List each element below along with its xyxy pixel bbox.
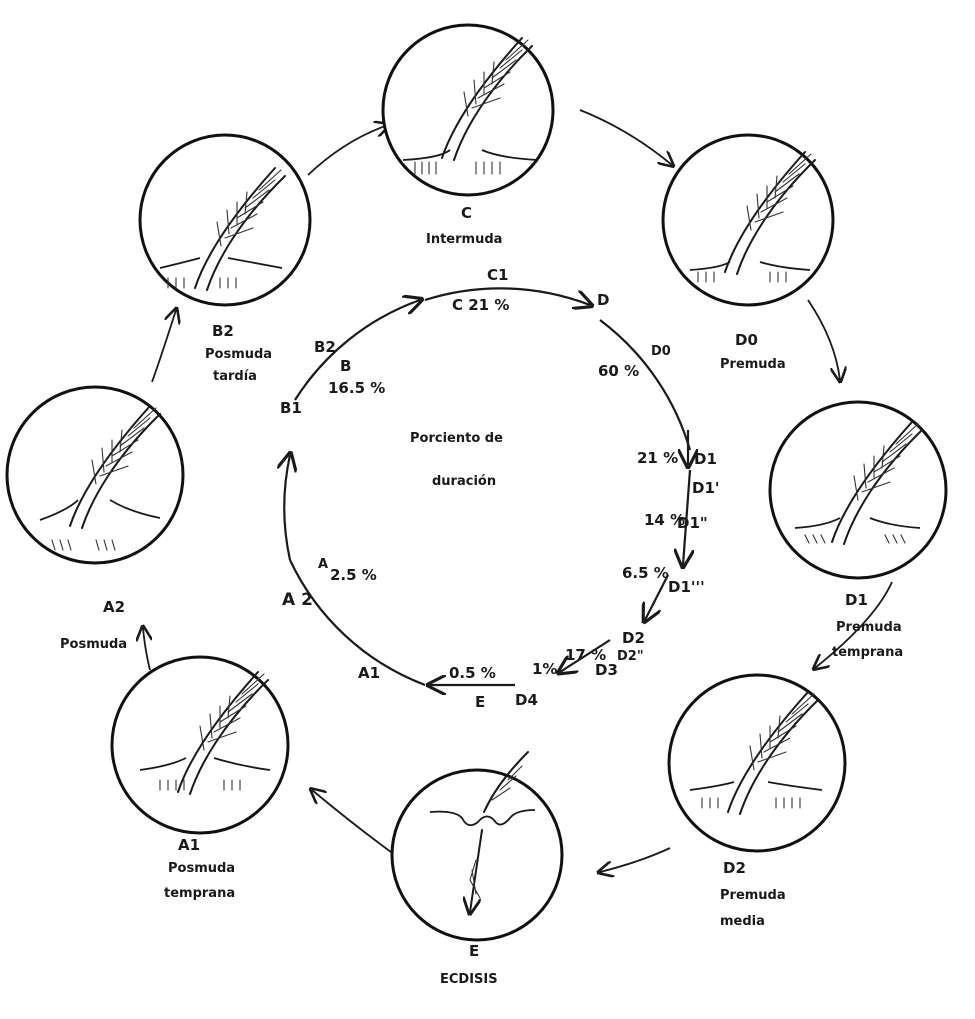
stage-circle-D2 [669, 675, 845, 851]
inner-label-A-pct: 2.5 % [330, 566, 377, 584]
stage-name2-A1: temprana [164, 886, 235, 901]
stage-code-A1: A1 [178, 836, 200, 854]
inner-label-D1ppp: D1''' [668, 578, 705, 596]
stage-name-D0: Premuda [720, 357, 786, 372]
stage-name2-D2: media [720, 914, 765, 929]
center-title-line1: Porciento de [410, 431, 503, 446]
stage-circle-B2 [140, 135, 310, 305]
inner-label-C1: C1 [487, 266, 508, 284]
stage-code-D2: D2 [723, 859, 746, 877]
stage-name2-B2: tardía [213, 369, 257, 384]
stage-code-D0: D0 [735, 331, 758, 349]
stage-name-E: ECDISIS [440, 972, 498, 987]
stage-code-D1: D1 [845, 591, 868, 609]
inner-label-D1: D1 [694, 450, 717, 468]
inner-label-D1-pct: 21 % [637, 449, 678, 467]
stage-name-A2: Posmuda [60, 637, 127, 652]
stage-circle-C [383, 25, 553, 195]
inner-label-D-pct: 60 % [598, 362, 639, 380]
stage-code-E: E [469, 942, 479, 960]
stage-name-C: Intermuda [426, 232, 502, 247]
stage-circle-D0 [663, 135, 833, 305]
stage-name-D1: Premuda [836, 620, 902, 635]
stage-name-D2: Premuda [720, 888, 786, 903]
stage-circle-D1 [770, 402, 946, 578]
inner-label-E-pct: 0.5 % [449, 664, 496, 682]
inner-label-C-pct: C 21 % [452, 296, 509, 314]
stage-code-A2: A2 [103, 598, 125, 616]
inner-label-D2pp: D2" [617, 649, 644, 664]
inner-label-D1pp: D1" [677, 514, 708, 532]
stage-name2-D1: temprana [832, 645, 903, 660]
stage-name-B2: Posmuda [205, 347, 272, 362]
inner-label-A: A [318, 557, 328, 572]
stage-circle-A2 [7, 387, 183, 563]
stage-circle-E [392, 752, 562, 940]
inner-label-D0: D0 [651, 344, 671, 359]
inner-label-A1: A1 [358, 664, 380, 682]
stage-name-A1: Posmuda [168, 861, 235, 876]
inner-label-B1: B1 [280, 399, 302, 417]
inner-label-B: B [340, 357, 351, 375]
inner-label-D2: D2 [622, 629, 645, 647]
inner-label-A2: A 2 [282, 590, 313, 610]
inner-label-B2: B2 [314, 338, 336, 356]
inner-label-D4: D4 [515, 691, 538, 709]
inner-label-D1p: D1' [692, 479, 719, 497]
center-title-line2: duración [432, 474, 496, 489]
inner-label-D3: D3 [595, 661, 618, 679]
inner-label-D4-pct: 1% [532, 660, 557, 678]
stage-code-B2: B2 [212, 322, 234, 340]
inner-label-B-pct: 16.5 % [328, 379, 385, 397]
stage-code-C: C [461, 204, 472, 222]
stage-circle-A1 [112, 657, 288, 833]
inner-label-D: D [597, 291, 609, 309]
inner-label-D1ppp-pct: 6.5 % [622, 564, 669, 582]
inner-label-E: E [475, 693, 485, 711]
